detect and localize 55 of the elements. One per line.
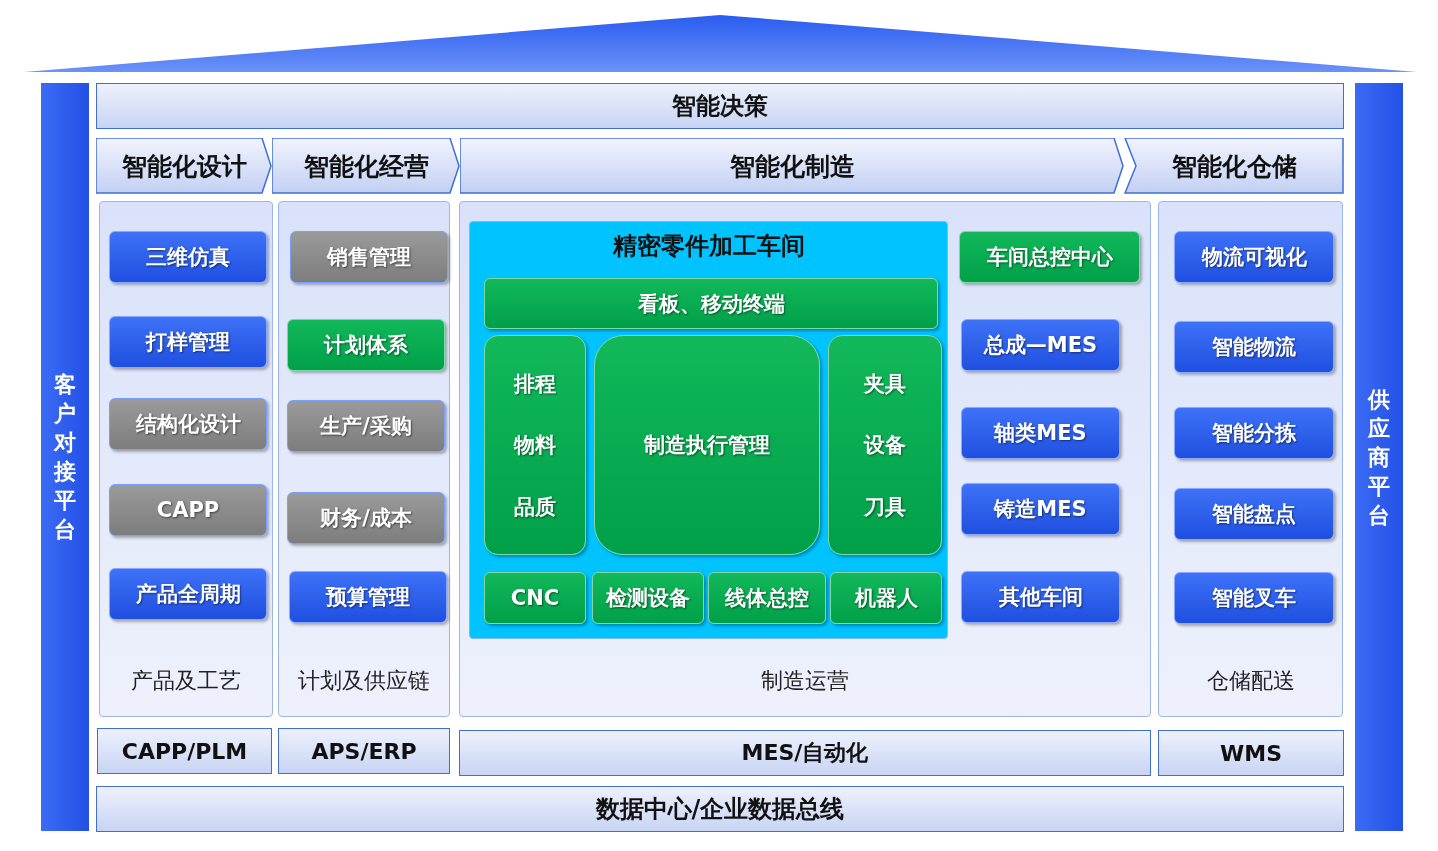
module-label: 品质: [514, 493, 556, 521]
module-label: 刀具: [864, 493, 906, 521]
module-box: 线体总控: [708, 572, 826, 624]
module-box: 铸造MES: [961, 483, 1120, 535]
module-box: 销售管理: [290, 231, 448, 283]
module-label: 排程: [514, 370, 556, 398]
module-box: 其他车间: [961, 571, 1120, 623]
platform-pillar: 供应商平台: [1355, 83, 1403, 831]
domain-panel: [278, 201, 450, 717]
module-box: 结构化设计: [109, 398, 267, 450]
module-label: 夹具: [864, 370, 906, 398]
module-box: CNC: [484, 572, 586, 624]
module-box: 生产/采购: [287, 400, 445, 452]
module-box: [828, 335, 942, 555]
platform-pillar: 客户对接平台: [41, 83, 89, 831]
stage-banner: 智能化经营: [272, 138, 460, 194]
module-label: 物料: [514, 432, 556, 459]
module-box: 物流可视化: [1174, 231, 1334, 283]
panel-label: 仓储配送: [1205, 667, 1296, 695]
stage-banner: 智能化仓储: [1124, 138, 1344, 194]
system-bar: WMS: [1158, 730, 1344, 776]
module-box: 智能叉车: [1174, 572, 1334, 624]
system-bar: APS/ERP: [278, 728, 450, 774]
module-box: 轴类MES: [961, 407, 1120, 459]
module-box: 打样管理: [109, 316, 267, 368]
panel-label: 计划及供应链: [297, 667, 431, 695]
module-box: 智能物流: [1174, 321, 1334, 373]
module-box: 智能分拣: [1174, 407, 1334, 459]
domain-panel: [99, 201, 273, 717]
module-box: 看板、移动终端: [484, 278, 938, 329]
system-bar: MES/自动化: [459, 730, 1151, 776]
module-box: 预算管理: [289, 571, 447, 623]
panel-label: 产品及工艺: [130, 667, 242, 695]
panel-label: 制造运营: [760, 667, 850, 695]
module-box: 三维仿真: [109, 231, 267, 283]
module-box: [484, 335, 586, 555]
module-box: 机器人: [830, 572, 942, 624]
banner: 智能决策: [96, 83, 1344, 129]
system-bar: CAPP/PLM: [97, 728, 272, 774]
module-box: 总成—MES: [961, 319, 1120, 371]
module-box: 产品全周期: [109, 568, 267, 620]
module-box: 财务/成本: [287, 492, 445, 544]
module-box: 车间总控中心: [959, 231, 1140, 283]
domain-panel: [1158, 201, 1343, 717]
workshop-panel: [469, 221, 948, 639]
module-box: 制造执行管理: [594, 335, 820, 555]
banner: 数据中心/企业数据总线: [96, 786, 1344, 832]
module-box: CAPP: [109, 484, 267, 536]
domain-panel: [459, 201, 1151, 717]
module-box: 计划体系: [287, 319, 445, 371]
stage-banner: 智能化设计: [96, 138, 272, 194]
module-label: 设备: [864, 432, 906, 459]
workshop-title: 精密零件加工车间: [611, 231, 806, 262]
module-box: 检测设备: [592, 572, 704, 624]
module-box: 智能盘点: [1174, 488, 1334, 540]
